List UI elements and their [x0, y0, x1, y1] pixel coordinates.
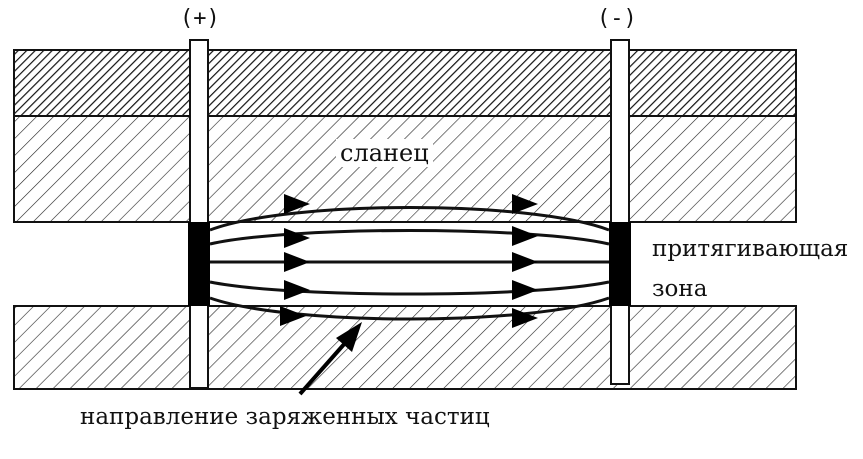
well-positive: [189, 39, 209, 389]
pointer-arrow-icon: [298, 322, 362, 396]
electrode-positive-label: (+): [180, 6, 220, 31]
flow-direction-caption: направление заряженных частиц: [80, 404, 490, 430]
flow-line: [209, 280, 610, 296]
shale-label: сланец: [336, 139, 433, 167]
flow-line: [209, 296, 610, 321]
flow-line: [209, 206, 610, 232]
electrode-negative-label: (-): [597, 6, 637, 31]
attracting-zone-label-line2: зона: [650, 276, 710, 302]
bottom-layer: [13, 305, 797, 390]
flow-line: [209, 229, 610, 246]
attracting-zone-label-line1: притягивающая: [650, 236, 851, 262]
top-dark-layer: [13, 49, 797, 117]
triangle-arrow-icon: [280, 194, 538, 328]
electrode-negative: [609, 222, 631, 306]
well-negative: [610, 39, 630, 385]
flow-lines: [209, 206, 610, 321]
electrode-positive: [188, 222, 210, 306]
shale-layer: [13, 115, 797, 223]
